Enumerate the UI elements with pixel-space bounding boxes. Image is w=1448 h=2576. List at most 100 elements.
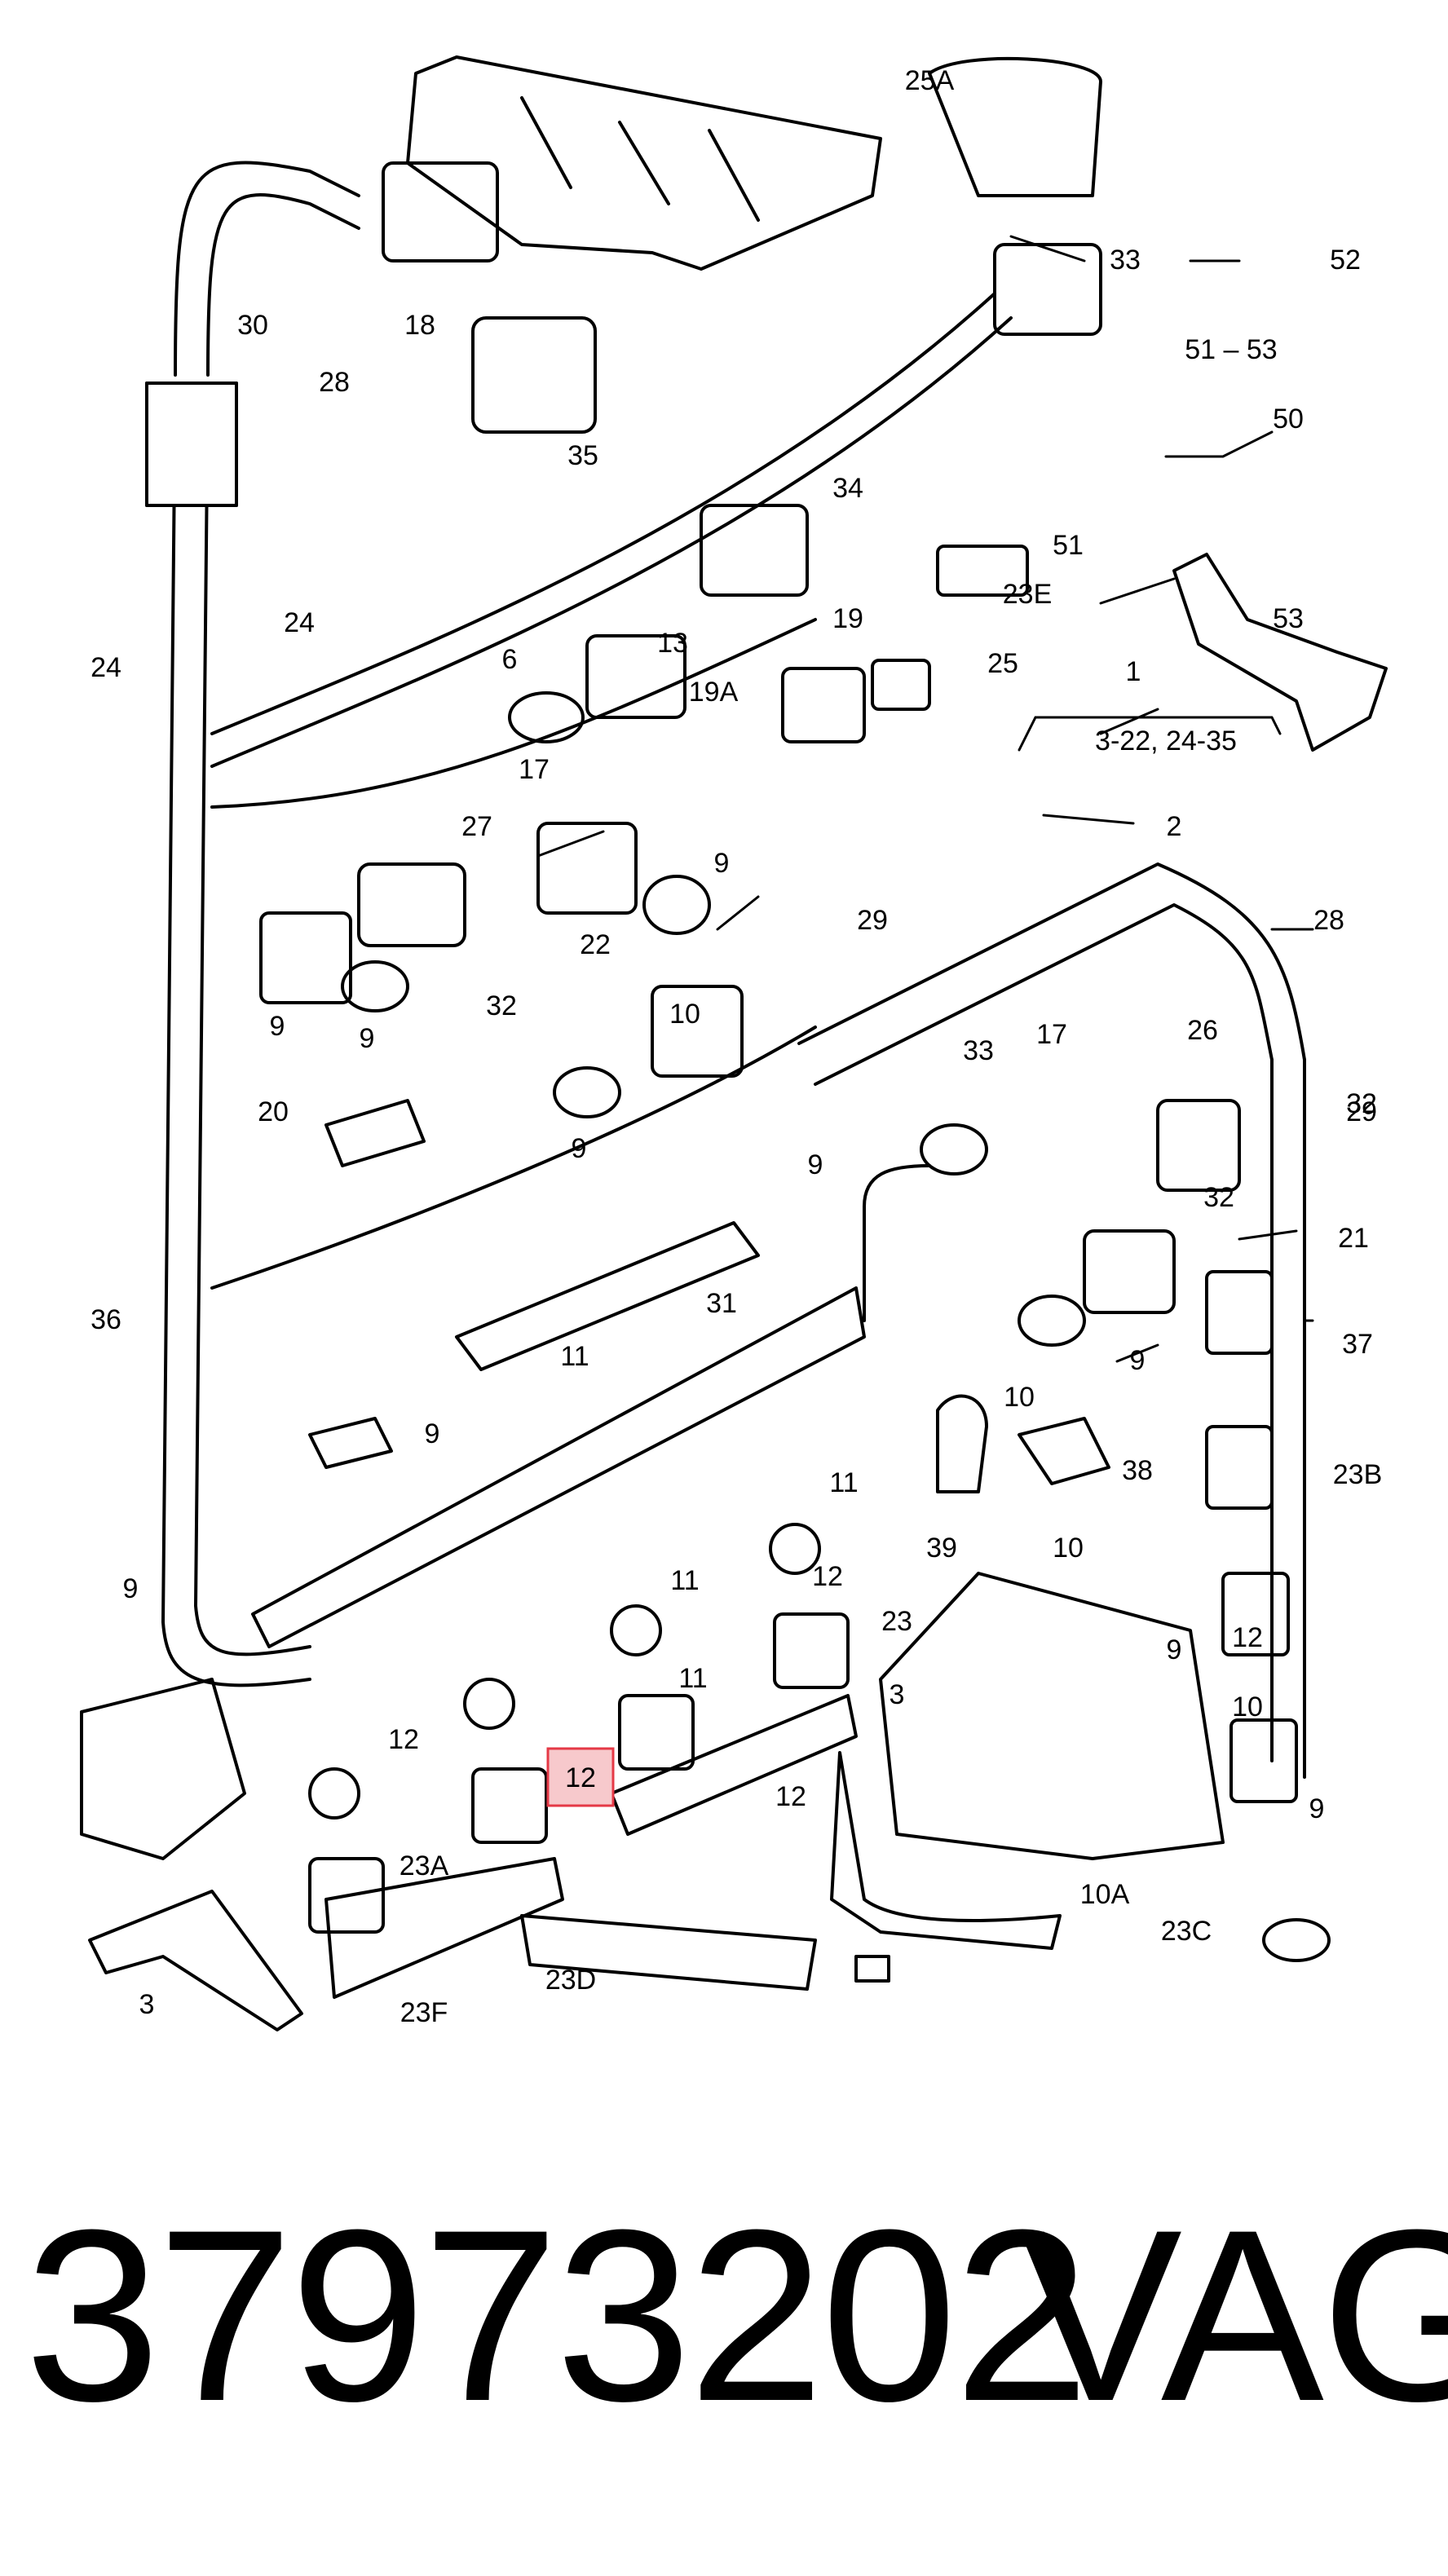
callout-label: 9 (270, 1011, 285, 1042)
callout-label: 23B (1333, 1459, 1383, 1490)
callout-label: 9 (1130, 1345, 1146, 1376)
callout-label: 9 (425, 1418, 440, 1449)
bracket-23c (88, 1890, 303, 2031)
brand-caption: VAG (1019, 2178, 1448, 2452)
part-25a (928, 56, 1102, 197)
callout-label: 19 (832, 603, 863, 634)
callout-label: 33 (963, 1035, 994, 1066)
bracket-23f (520, 1914, 817, 1991)
callout-label: 51 (1053, 530, 1084, 561)
callout-label: 10A (1080, 1879, 1130, 1910)
highlighted-part-callout: 12 (546, 1747, 615, 1807)
clip-37 (308, 1417, 393, 1469)
clip-39 (1018, 1417, 1110, 1485)
callout-label: 9 (714, 848, 730, 879)
callout-label: 32 (1203, 1182, 1234, 1213)
callout-label: 12 (1232, 1622, 1263, 1653)
callout-label: 23F (400, 1997, 448, 2028)
rubber-boots (308, 691, 1086, 1820)
callout-label: 26 (1187, 1015, 1218, 1046)
callout-label: 11 (829, 1467, 858, 1498)
callout-label: 33 (1110, 245, 1141, 276)
callout-label: 52 (1330, 245, 1361, 276)
callout-label: 6 (502, 644, 518, 675)
sensor-20 (324, 1099, 426, 1167)
callout-label: 3-22, 24-35 (1095, 726, 1237, 756)
callout-label: 24 (284, 607, 315, 638)
callout-label: 11 (670, 1565, 699, 1596)
rail-3-left (324, 1857, 564, 1999)
callout-label: 10 (669, 999, 700, 1030)
cable-tie-36 (455, 1221, 760, 1371)
callout-label: 3 (139, 1989, 155, 2020)
callout-label: 19A (689, 677, 739, 708)
callout-label: 34 (832, 473, 863, 504)
callout-label: 12 (812, 1561, 843, 1592)
clip-23d (854, 1955, 890, 1983)
callout-label: 10 (1004, 1382, 1035, 1413)
right-branch-cable (1270, 1058, 1306, 1779)
callout-label: 29 (1346, 1096, 1377, 1127)
callout-label: 24 (90, 652, 121, 683)
callout-label: 32 (1346, 1088, 1377, 1119)
callout-label: 12 (388, 1724, 419, 1755)
callout-label: 25A (905, 65, 955, 96)
callout-label: 9 (360, 1023, 375, 1054)
callout-label: 9 (808, 1149, 823, 1180)
bracket-23a (830, 1751, 1062, 1950)
callout-label: 9 (1167, 1634, 1182, 1665)
callout-label: 23D (545, 1965, 596, 1996)
callout-label: 23C (1161, 1916, 1212, 1947)
callout-label: 32 (486, 990, 517, 1021)
callout-label: 53 (1273, 603, 1304, 634)
callout-label: 11 (678, 1663, 707, 1694)
callout-label: 20 (258, 1096, 289, 1127)
callout-label: 38 (1122, 1455, 1153, 1486)
bracket-23e (1172, 553, 1388, 752)
long-harness-bundle (210, 292, 1306, 1290)
callout-label: 13 (657, 628, 688, 659)
callout-label: 35 (567, 440, 598, 471)
callout-label: 11 (560, 1341, 589, 1372)
bracket-23 (879, 1572, 1225, 1860)
callout-label: 9 (1309, 1793, 1325, 1824)
callout-label: 18 (404, 310, 435, 341)
callout-label: 37 (1342, 1329, 1373, 1360)
callout-label: 9 (572, 1133, 587, 1164)
callout-label: 12 (775, 1781, 806, 1812)
callout-label: 31 (706, 1288, 737, 1319)
callout-label: 23A (400, 1850, 449, 1881)
callout-label: 17 (519, 754, 550, 785)
callout-label: 28 (1313, 905, 1344, 936)
control-unit-drawing (406, 55, 882, 271)
callout-label: 51 – 53 (1185, 334, 1277, 365)
callout-label: 28 (319, 367, 350, 398)
callout-label: 2 (1167, 811, 1182, 842)
callout-label: 17 (1036, 1019, 1067, 1050)
connectors (259, 161, 1298, 1934)
callout-label: 25 (987, 648, 1018, 679)
bottom-harness-rail (251, 1164, 931, 1648)
callout-label: 29 (857, 905, 888, 936)
callout-label: 39 (926, 1533, 957, 1564)
callout-label: 10 (1232, 1692, 1263, 1722)
cap-10a (1262, 1918, 1331, 1962)
callout-label: 50 (1273, 404, 1304, 434)
main-trunk-cable (145, 161, 360, 1687)
callout-label: 22 (580, 929, 611, 960)
callout-label: 30 (237, 310, 268, 341)
bracket-23b (80, 1678, 246, 1860)
callout-label: 1 (1126, 656, 1141, 687)
callout-label: 9 (123, 1573, 139, 1604)
callout-label: 27 (461, 811, 492, 842)
callout-label: 10 (1053, 1533, 1084, 1564)
rail-3-right (610, 1694, 858, 1836)
callout-label: 3 (890, 1679, 905, 1710)
highlighted-callout-label: 12 (565, 1762, 596, 1793)
part-number-caption: 37973202 (24, 2178, 1090, 2452)
callout-label: 23E (1003, 579, 1053, 610)
leader-lines (536, 235, 1314, 1363)
